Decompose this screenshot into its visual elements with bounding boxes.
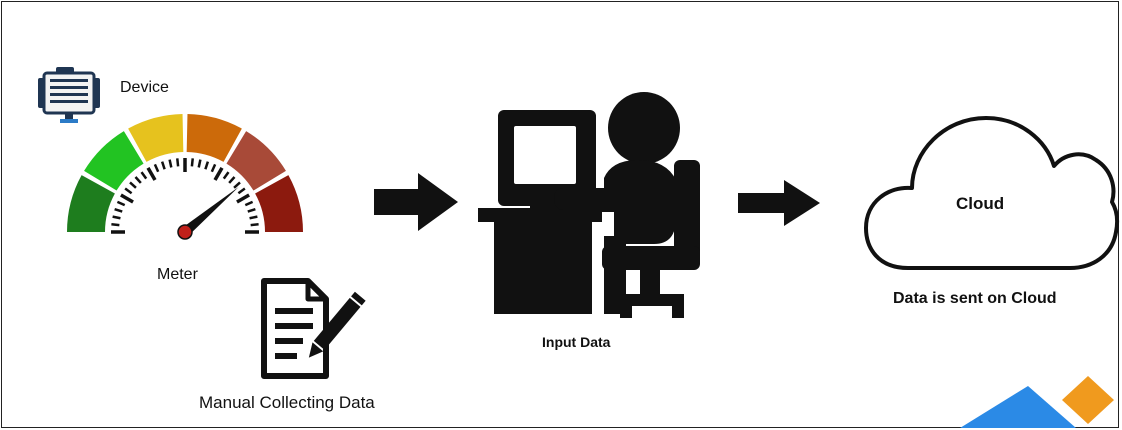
device-label: Device (120, 79, 169, 96)
cloud-label: Cloud (956, 194, 1005, 213)
gauge-tick (237, 187, 246, 195)
gauge-tick (176, 158, 180, 167)
gauge-segment (226, 131, 286, 191)
gauge-tick (134, 176, 142, 184)
gauge-needle (181, 187, 239, 236)
gauge-tick (124, 187, 133, 195)
meter-label: Meter (157, 266, 198, 283)
gauge-tick (244, 200, 254, 207)
gauge-tick (250, 223, 259, 227)
gauge-tick (112, 215, 121, 220)
person-at-computer-icon (478, 92, 700, 318)
watermark-logo (960, 376, 1114, 428)
gauge-tick (116, 200, 126, 207)
gauge-tick (222, 171, 230, 180)
manual-collecting-label: Manual Collecting Data (199, 393, 375, 412)
cloud-icon (864, 116, 1120, 270)
gauge-segment (84, 131, 144, 191)
gauge-tick (236, 193, 250, 204)
gauge-segment (255, 175, 303, 232)
gauge-tick (190, 158, 194, 167)
gauge-tick (204, 161, 210, 170)
input-data-label: Input Data (542, 334, 611, 350)
gauge-tick (111, 223, 120, 227)
gauge-tick (228, 176, 236, 184)
gauge-tick (168, 159, 173, 168)
logo-orange-shape (1062, 376, 1114, 424)
gauge-tick (247, 207, 256, 213)
gauge-tick (210, 163, 217, 173)
gauge-pivot (177, 224, 193, 240)
right-arrow-icon (738, 180, 820, 226)
gauge-segment (67, 175, 115, 232)
logo-blue-shape (960, 386, 1076, 428)
document-pen-icon (261, 278, 366, 379)
gauge-tick (146, 167, 157, 181)
gauge-segment (128, 114, 184, 162)
gauge-tick (160, 161, 166, 170)
gauge-tick (140, 171, 148, 180)
gauge-tick (153, 163, 160, 173)
gauge-tick (233, 181, 241, 189)
gauge-tick (213, 167, 224, 181)
gauge-segment (186, 114, 242, 162)
right-arrow-icon (374, 173, 458, 231)
gauge-icon (67, 114, 303, 240)
gauge-tick (197, 159, 202, 168)
gauge-tick (249, 215, 258, 220)
device-icon (38, 67, 100, 123)
gauge-tick (120, 193, 134, 204)
gauge-tick (114, 207, 123, 213)
data-sent-label: Data is sent on Cloud (893, 290, 1057, 307)
gauge-tick (129, 181, 137, 189)
